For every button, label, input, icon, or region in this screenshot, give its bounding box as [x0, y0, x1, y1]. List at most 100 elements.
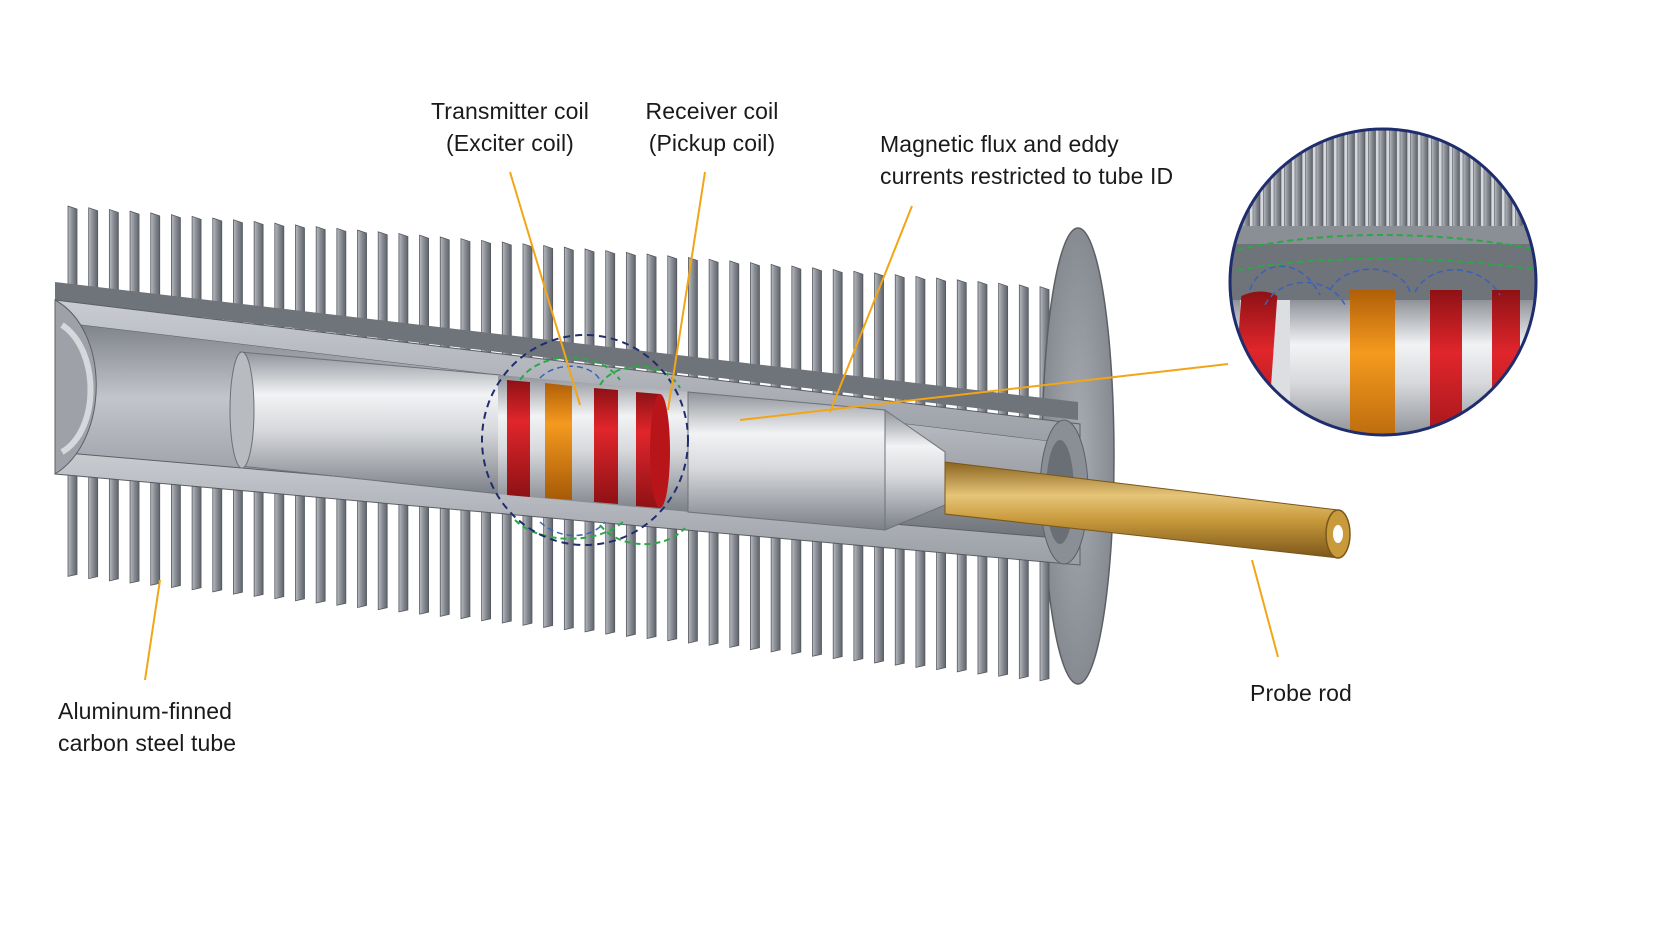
leader-rod: [1251, 559, 1279, 658]
fin: [501, 513, 512, 624]
inset-fin: [1431, 129, 1439, 229]
fin: [646, 526, 657, 640]
fin: [315, 496, 326, 604]
inset-fin: [1462, 129, 1471, 229]
label-probe-rod: Probe rod: [1250, 677, 1352, 709]
coil-red-1: [507, 380, 530, 497]
fin: [191, 485, 202, 591]
fin: [667, 527, 678, 642]
fin: [605, 522, 616, 635]
inset-fin: [1231, 129, 1240, 229]
inset-fin: [1389, 129, 1397, 229]
fin: [1018, 559, 1029, 679]
fin: [233, 489, 243, 595]
receiver-line2: (Pickup coil): [648, 130, 776, 156]
inset-fin: [1368, 129, 1376, 229]
fin: [688, 529, 698, 644]
inset-fin: [1326, 129, 1334, 229]
label-receiver-coil: Receiver coil (Pickup coil): [612, 95, 812, 159]
inset-fin: [1473, 129, 1481, 229]
flux-line1: Magnetic flux and eddy: [880, 131, 1119, 157]
fin: [625, 524, 636, 637]
fin: [419, 505, 429, 615]
inset-fin: [1284, 129, 1292, 229]
fin: [357, 500, 367, 608]
flux-lines: [514, 356, 686, 546]
fin: [874, 546, 884, 664]
fin: [584, 520, 595, 633]
fin: [791, 538, 802, 655]
zoom-inset-circle: [1228, 127, 1538, 437]
fin: [212, 487, 223, 593]
coil-red-2: [594, 388, 618, 504]
fin: [708, 531, 719, 646]
fin: [481, 511, 492, 622]
leader-flux: [829, 205, 913, 413]
inset-fin: [1399, 129, 1408, 229]
label-transmitter-coil: Transmitter coil (Exciter coil): [380, 95, 640, 159]
rod-line1: Probe rod: [1250, 680, 1352, 706]
fin: [977, 555, 988, 675]
fin: [543, 516, 554, 628]
inset-fin: [1537, 128, 1544, 228]
zoom-source-circle: [481, 334, 689, 546]
coil-stack: [507, 380, 670, 508]
fin: [336, 498, 347, 606]
leader-transmitter: [509, 171, 581, 406]
leader-receiver: [667, 171, 706, 411]
inset-fin: [1504, 129, 1513, 229]
probe-rod: [944, 461, 1351, 559]
fin: [998, 557, 1009, 677]
fin: [750, 535, 760, 651]
inset-fin: [1378, 129, 1387, 229]
fin: [67, 474, 78, 577]
fin: [832, 542, 843, 660]
fin: [915, 549, 926, 668]
transmitter-line1: Transmitter coil: [431, 98, 589, 124]
fin: [171, 483, 181, 588]
tube-line2: carbon steel tube: [58, 730, 237, 756]
fin: [295, 494, 305, 602]
inset-fin: [1357, 129, 1366, 229]
fin: [398, 504, 409, 613]
inset-fin: [1347, 129, 1355, 229]
fin: [1039, 561, 1050, 682]
fin: [563, 518, 574, 631]
leader-lines: [144, 171, 1279, 681]
transmitter-line2: (Exciter coil): [446, 130, 574, 156]
leader-tube: [144, 579, 161, 681]
fin: [812, 540, 822, 657]
inset-fin: [1252, 129, 1261, 229]
fin: [460, 509, 471, 620]
fin: [129, 480, 140, 584]
label-finned-tube: Aluminum-finned carbon steel tube: [58, 695, 236, 759]
flux-line2: currents restricted to tube ID: [880, 163, 1174, 189]
tube-line1: Aluminum-finned: [58, 698, 233, 724]
transmitter-coil: [545, 383, 572, 500]
upper-fins: [67, 205, 1050, 421]
fin: [522, 515, 533, 626]
fin: [894, 548, 905, 666]
inset-fin: [1483, 129, 1492, 229]
fin: [729, 533, 740, 648]
fin: [150, 482, 161, 586]
fin: [936, 551, 946, 671]
receiver-line1: Receiver coil: [645, 98, 779, 124]
inset-fin: [1452, 129, 1460, 229]
fin: [108, 478, 119, 582]
fin: [253, 491, 264, 597]
inset-fin: [1410, 129, 1418, 229]
inset-fin: [1305, 129, 1313, 229]
zoom-inset: [1228, 127, 1544, 437]
fin: [853, 544, 864, 662]
fin: [88, 476, 99, 580]
fin: [377, 502, 388, 611]
inset-fin: [1525, 129, 1534, 229]
fin: [439, 507, 450, 617]
lower-fins: [67, 474, 1050, 682]
inset-fin: [1294, 129, 1303, 229]
fin: [770, 537, 781, 653]
leader-zoom: [739, 363, 1229, 421]
inset-fin: [1273, 129, 1282, 229]
